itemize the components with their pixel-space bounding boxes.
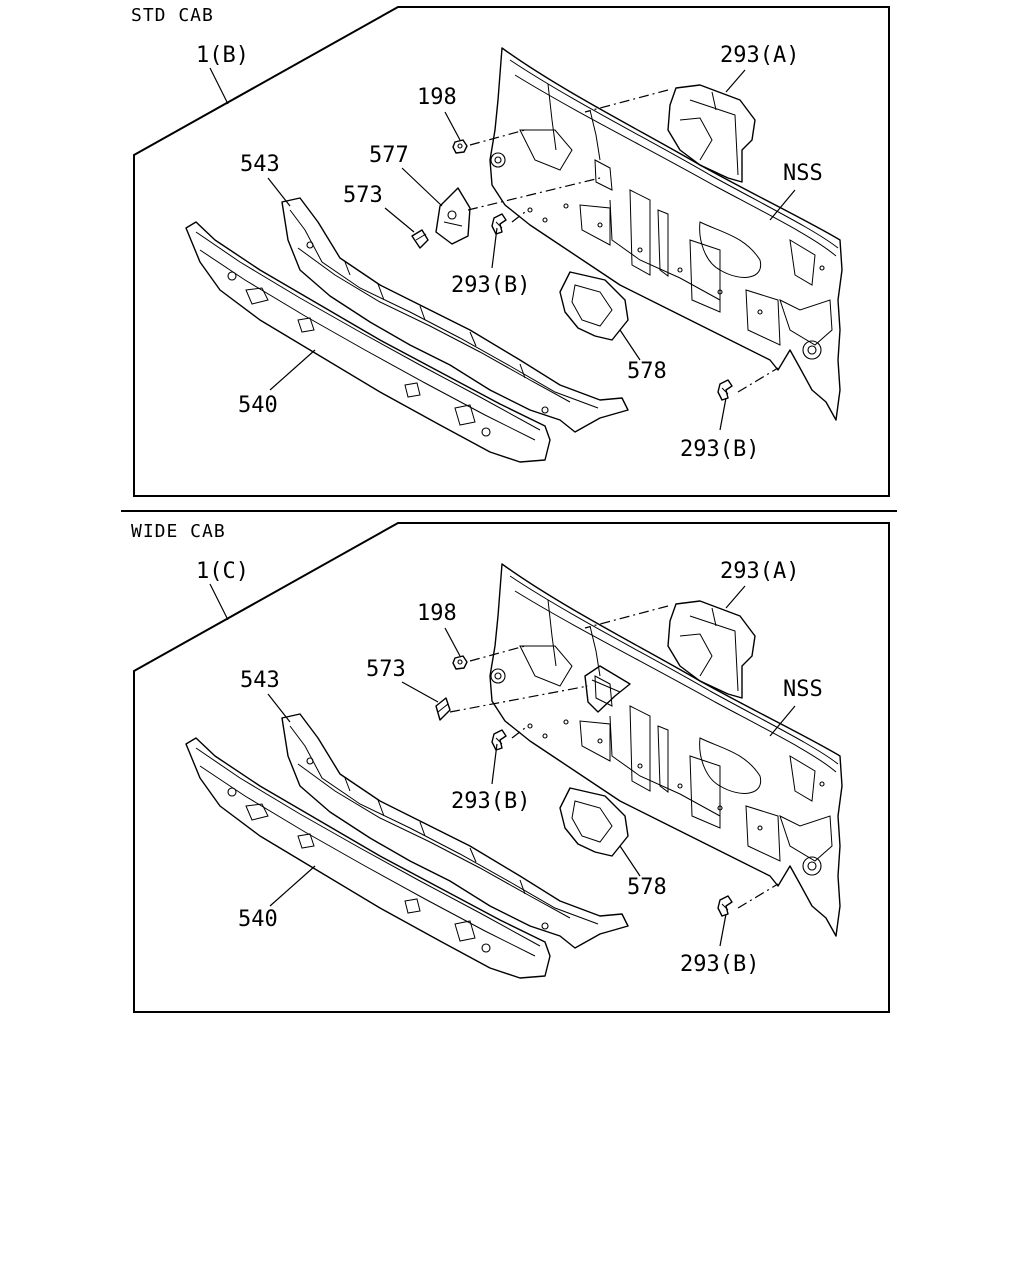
ref-line-198-wide [469, 645, 526, 662]
label-543-wide: 543 [240, 668, 280, 693]
leader-198-wide [444, 627, 461, 657]
ref-line-293a [584, 89, 669, 113]
clip-573-wide [435, 697, 451, 721]
wide-cab-frame [133, 522, 890, 1013]
label-nss: NSS [783, 161, 823, 186]
label-543: 543 [240, 152, 280, 177]
center-brace [584, 665, 631, 713]
leader-573 [384, 207, 415, 233]
label-293b-lower-wide: 293(B) [680, 952, 759, 977]
wide-cab-title: WIDE CAB [131, 521, 226, 542]
label-1c: 1(C) [196, 559, 249, 584]
std-cab-panel-artwork [185, 47, 843, 463]
leader-540 [269, 349, 316, 391]
std-cab-title: STD CAB [131, 5, 214, 26]
leader-nss [769, 189, 796, 221]
clip-293b-lower [717, 379, 733, 401]
label-577: 577 [369, 143, 409, 168]
label-578: 578 [627, 359, 667, 384]
wide-cab-panel-artwork [185, 563, 843, 979]
leader-1c [209, 583, 229, 621]
ref-line-293b-upper [511, 211, 526, 223]
leader-293a-wide [725, 585, 746, 609]
ref-line-293b-lower-wide [737, 883, 779, 909]
leader-1b [209, 67, 229, 105]
label-293b-upper-wide: 293(B) [451, 789, 530, 814]
label-293a-wide: 293(A) [720, 559, 799, 584]
leader-543 [267, 177, 291, 207]
label-293b-lower: 293(B) [680, 437, 759, 462]
leader-578-wide [619, 845, 641, 877]
ref-line-573-wide [449, 685, 589, 713]
clip-573 [411, 229, 429, 249]
label-198-wide: 198 [417, 601, 457, 626]
leader-293b-lower [719, 397, 727, 431]
leader-543-wide [267, 693, 291, 723]
leader-293b-upper [491, 227, 498, 269]
ref-line-293b-lower [737, 367, 779, 393]
nut-198 [452, 139, 468, 154]
leader-540-wide [269, 865, 316, 907]
leader-577 [401, 167, 443, 207]
label-573: 573 [343, 183, 383, 208]
label-1b: 1(B) [196, 43, 249, 68]
bracket-577 [435, 187, 471, 245]
ref-line-198 [469, 129, 526, 146]
leader-293b-lower-wide [719, 913, 727, 947]
ref-line-293a-wide [584, 605, 669, 629]
std-cab-frame [133, 6, 890, 497]
label-573-wide: 573 [366, 657, 406, 682]
wide-cab-section: WIDE CAB [131, 521, 890, 1013]
label-nss-wide: NSS [783, 677, 823, 702]
leader-573-wide [401, 681, 439, 703]
leader-nss-wide [769, 705, 796, 737]
label-578-wide: 578 [627, 875, 667, 900]
clip-293b-upper-wide [491, 729, 507, 751]
ref-line-293b-upper-wide [511, 727, 526, 739]
leader-578 [619, 329, 641, 361]
leader-293a [725, 69, 746, 93]
ref-line-577 [467, 177, 601, 211]
nut-198-wide [452, 655, 468, 670]
clip-293b-lower-wide [717, 895, 733, 917]
leader-293b-upper-wide [491, 743, 498, 785]
label-540-wide: 540 [238, 907, 278, 932]
leader-198 [444, 111, 461, 141]
clip-293b-upper [491, 213, 507, 235]
label-198: 198 [417, 85, 457, 110]
std-cab-section: STD CAB 1(B [131, 5, 890, 497]
label-293a: 293(A) [720, 43, 799, 68]
label-293b-upper: 293(B) [451, 273, 530, 298]
label-540: 540 [238, 393, 278, 418]
